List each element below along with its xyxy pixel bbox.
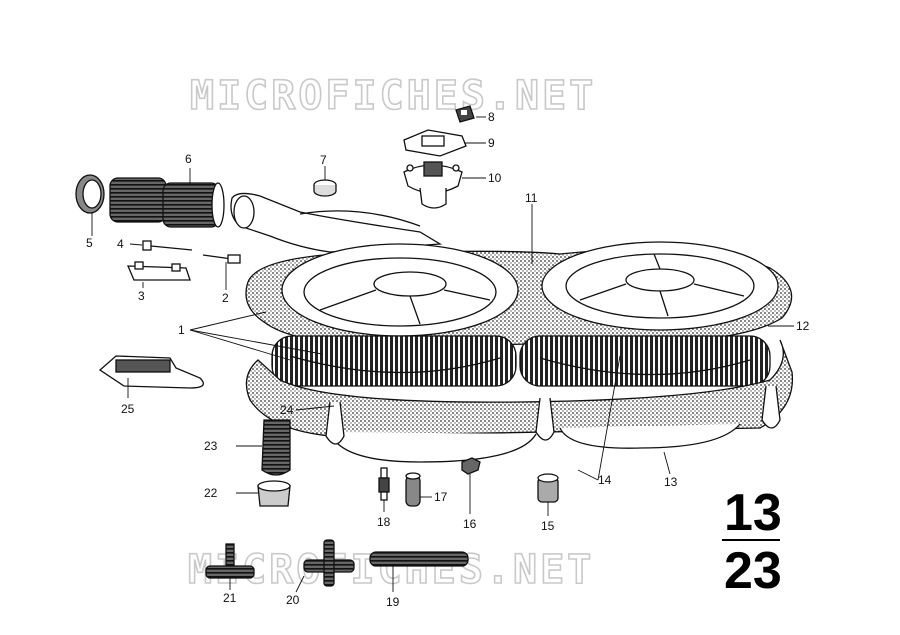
group-number: 13 23 bbox=[722, 484, 782, 600]
group-number-sub: 23 bbox=[724, 542, 782, 600]
part-11-cover bbox=[245, 241, 793, 348]
part-7-plug bbox=[313, 179, 337, 197]
callout-10: 10 bbox=[488, 171, 502, 185]
callout-20: 20 bbox=[286, 593, 300, 607]
part-3-clip bbox=[126, 261, 191, 281]
callout-7: 7 bbox=[320, 153, 327, 167]
callout-2: 2 bbox=[222, 291, 229, 305]
part-19-hose bbox=[369, 551, 469, 567]
callout-25: 25 bbox=[121, 402, 135, 416]
part-10-housing bbox=[403, 161, 463, 209]
callout-19: 19 bbox=[386, 595, 400, 609]
part-20-tee bbox=[303, 539, 355, 587]
part-18-valve bbox=[378, 467, 390, 501]
part-2-bolt bbox=[202, 254, 241, 264]
callout-15: 15 bbox=[541, 519, 555, 533]
callout-13: 13 bbox=[664, 475, 678, 489]
callout-6: 6 bbox=[185, 152, 192, 166]
watermark-top: MICROFICHES.NET bbox=[190, 73, 596, 119]
part-22-sleeve bbox=[257, 480, 291, 507]
callout-12: 12 bbox=[796, 319, 810, 333]
callout-18: 18 bbox=[377, 515, 391, 529]
group-number-main: 13 bbox=[724, 484, 782, 542]
callout-24: 24 bbox=[280, 403, 294, 417]
part-9-gasket bbox=[403, 129, 467, 157]
callout-21: 21 bbox=[223, 591, 237, 605]
part-1-filter-elements bbox=[271, 335, 771, 387]
callout-4: 4 bbox=[117, 237, 124, 251]
part-25-bracket bbox=[98, 355, 204, 389]
intake-snorkel bbox=[230, 192, 443, 253]
callout-8: 8 bbox=[488, 110, 495, 124]
callout-22: 22 bbox=[204, 486, 218, 500]
part-15-cap bbox=[537, 473, 559, 503]
part-12-housing bbox=[245, 339, 794, 437]
callout-5: 5 bbox=[86, 236, 93, 250]
part-24-clamps bbox=[325, 385, 781, 445]
callout-9: 9 bbox=[488, 136, 495, 150]
part-17-tube bbox=[405, 472, 421, 507]
part-23-hose bbox=[261, 419, 291, 476]
callout-23: 23 bbox=[204, 439, 218, 453]
callout-17: 17 bbox=[434, 490, 448, 504]
callout-16: 16 bbox=[463, 517, 477, 531]
part-5-ring bbox=[75, 174, 105, 214]
leader-lines bbox=[91, 116, 794, 593]
part-6-sleeves bbox=[109, 177, 225, 228]
callout-3: 3 bbox=[138, 289, 145, 303]
part-8-clamp bbox=[455, 105, 475, 123]
part-16-nut bbox=[461, 457, 481, 475]
callout-11: 11 bbox=[525, 191, 538, 205]
callout-14: 14 bbox=[598, 473, 612, 487]
callout-1: 1 bbox=[178, 323, 185, 337]
part-4-screw bbox=[142, 240, 193, 251]
